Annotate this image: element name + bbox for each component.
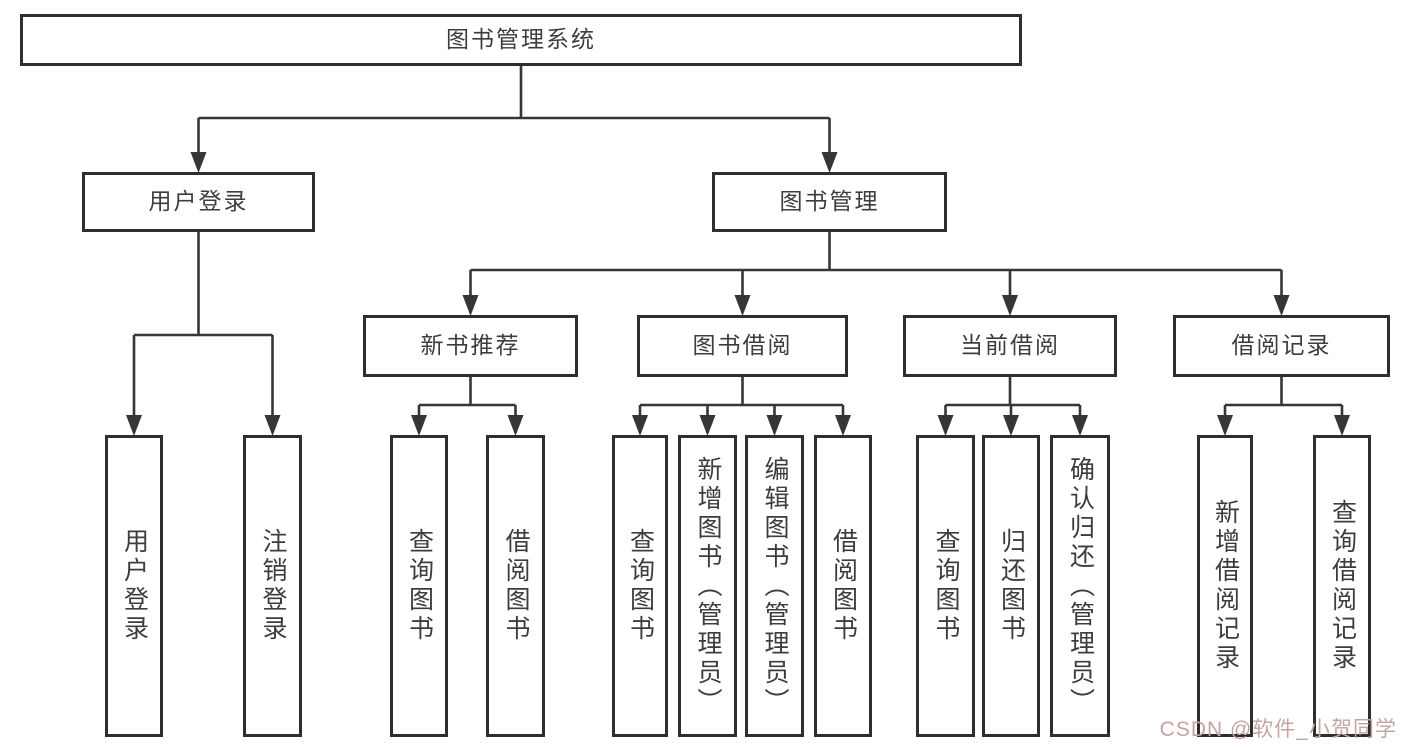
- node-label-leaf-add-book-admin: 新增图书（管理员）: [694, 455, 722, 717]
- node-label-borrowing-records: 借阅记录: [1231, 332, 1332, 359]
- arrowhead-to-leaf-add-book-admin: [699, 415, 716, 436]
- node-label-user-login: 用户登录: [148, 188, 249, 215]
- arrowhead-to-new-book-recommend: [462, 295, 479, 316]
- node-label-current-borrowing: 当前借阅: [960, 332, 1060, 359]
- arrowhead-to-leaf-logout: [264, 415, 281, 436]
- node-leaf-borrow-book-borrow: 借阅图书: [814, 435, 872, 737]
- node-leaf-user-login: 用户登录: [105, 435, 163, 737]
- node-borrowing-records: 借阅记录: [1173, 315, 1390, 377]
- node-label-leaf-edit-book-admin: 编辑图书（管理员）: [761, 455, 789, 717]
- node-leaf-query-book-current: 查询图书: [916, 435, 975, 737]
- arrowhead-to-leaf-query-book-borrow: [632, 415, 648, 436]
- node-label-leaf-borrow-book-rec: 借阅图书: [502, 528, 530, 644]
- arrowhead-to-borrowing-records: [1273, 295, 1290, 316]
- arrowhead-to-leaf-query-borrow-record: [1334, 415, 1350, 436]
- node-book-management: 图书管理: [712, 172, 947, 232]
- node-label-root: 图书管理系统: [446, 26, 596, 53]
- node-leaf-edit-book-admin: 编辑图书（管理员）: [745, 435, 804, 737]
- arrowhead-to-user-login: [190, 152, 207, 173]
- node-label-book-management: 图书管理: [779, 188, 880, 215]
- node-label-leaf-query-book-borrow: 查询图书: [626, 528, 655, 644]
- arrowhead-to-leaf-user-login: [126, 415, 142, 436]
- node-leaf-borrow-book-rec: 借阅图书: [486, 435, 545, 737]
- arrowhead-to-leaf-query-book-rec: [411, 415, 427, 436]
- node-label-leaf-borrow-book-borrow: 借阅图书: [829, 528, 858, 644]
- node-label-leaf-query-borrow-record: 查询借阅记录: [1328, 499, 1357, 673]
- node-leaf-return-book: 归还图书: [982, 435, 1040, 737]
- node-leaf-add-book-admin: 新增图书（管理员）: [678, 435, 737, 737]
- node-book-borrowing: 图书借阅: [637, 315, 848, 377]
- node-leaf-query-book-borrow: 查询图书: [612, 435, 668, 737]
- node-label-leaf-confirm-return-admin: 确认归还（管理员）: [1066, 455, 1095, 717]
- arrowhead-to-leaf-borrow-book-borrow: [835, 415, 851, 436]
- node-leaf-add-borrow-record: 新增借阅记录: [1197, 435, 1253, 737]
- node-label-leaf-user-login: 用户登录: [120, 528, 149, 644]
- arrowhead-to-leaf-query-book-current: [937, 415, 954, 436]
- node-label-leaf-logout: 注销登录: [259, 528, 287, 644]
- node-label-new-book-recommend: 新书推荐: [420, 332, 521, 359]
- node-label-leaf-add-borrow-record: 新增借阅记录: [1211, 499, 1240, 673]
- node-user-login: 用户登录: [82, 172, 315, 232]
- arrowhead-to-current-borrowing: [1002, 295, 1018, 316]
- arrowhead-to-book-borrowing: [734, 295, 751, 316]
- node-leaf-query-book-rec: 查询图书: [390, 435, 448, 737]
- node-label-leaf-query-book-rec: 查询图书: [405, 528, 434, 644]
- node-label-leaf-query-book-current: 查询图书: [932, 528, 960, 644]
- node-leaf-logout: 注销登录: [243, 435, 302, 737]
- arrowhead-to-book-management: [821, 152, 838, 173]
- node-root: 图书管理系统: [20, 14, 1022, 66]
- arrowhead-to-leaf-return-book: [1003, 415, 1019, 436]
- node-new-book-recommend: 新书推荐: [363, 315, 578, 377]
- node-label-book-borrowing: 图书借阅: [692, 332, 793, 359]
- connector-path: [132, 66, 1344, 421]
- csdn-watermark: CSDN @软件_小贺同学: [1159, 718, 1397, 741]
- arrowhead-to-leaf-add-borrow-record: [1217, 415, 1233, 436]
- node-current-borrowing: 当前借阅: [903, 315, 1117, 377]
- arrowhead-to-leaf-edit-book-admin: [766, 415, 783, 436]
- node-label-leaf-return-book: 归还图书: [997, 528, 1026, 644]
- arrowhead-to-leaf-confirm-return-admin: [1072, 415, 1088, 436]
- node-leaf-confirm-return-admin: 确认归还（管理员）: [1050, 435, 1110, 737]
- node-leaf-query-borrow-record: 查询借阅记录: [1313, 435, 1371, 737]
- arrowhead-to-leaf-borrow-book-rec: [507, 415, 524, 436]
